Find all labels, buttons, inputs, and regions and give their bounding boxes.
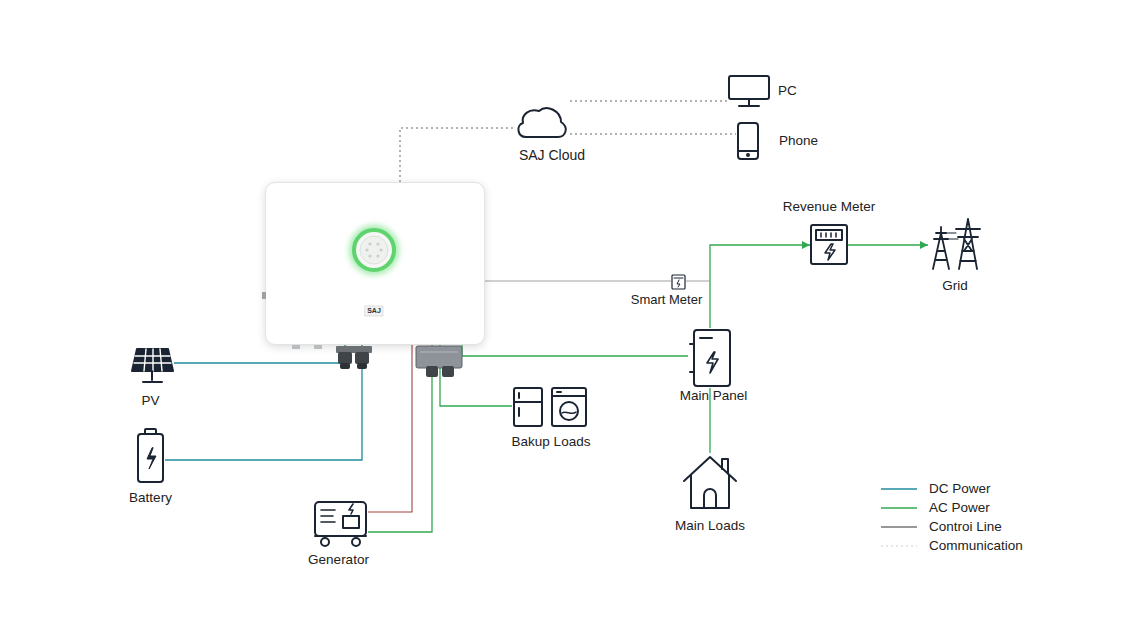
arrow-head	[802, 241, 810, 249]
connector-path	[174, 345, 345, 363]
dc-gland-tip	[340, 363, 350, 369]
generator-node: Generator	[313, 498, 368, 548]
legend-sample-communication	[881, 546, 917, 547]
dc-gland-base	[336, 346, 372, 353]
legend-sample-ac	[881, 507, 917, 509]
ac-power-line	[368, 345, 432, 532]
grid-tower-icon	[928, 215, 982, 270]
pv-node: PV	[131, 347, 174, 384]
smart-meter: Smart Meter	[671, 274, 686, 290]
phone-icon	[736, 122, 760, 160]
connector-path	[848, 244, 928, 245]
communication-line	[570, 134, 736, 135]
cloud-icon	[514, 100, 570, 140]
ac-terminal-box	[416, 346, 462, 368]
node-label: Smart Meter	[631, 292, 703, 308]
node-label: Revenue Meter	[783, 199, 875, 215]
generator-icon	[313, 498, 368, 548]
legend-text: Communication	[929, 538, 1023, 554]
main-panel-icon	[688, 328, 735, 388]
phone-node: Phone	[736, 122, 760, 160]
inverter-foot	[314, 345, 322, 349]
connector-path	[570, 101, 728, 102]
backup-loads: Bakup Loads	[512, 386, 588, 428]
main-panel: Main Panel	[688, 328, 735, 388]
communication-line	[570, 101, 728, 102]
node-label: Battery	[129, 490, 172, 506]
backup-loads-icon	[512, 386, 588, 428]
ac-gland	[442, 366, 454, 377]
house-icon	[680, 453, 740, 510]
communication-line	[400, 128, 514, 182]
battery-node: Battery	[136, 428, 165, 484]
node-label: Grid	[942, 278, 968, 294]
legend-sample-dc	[881, 488, 917, 490]
inverter-ring	[266, 183, 486, 346]
ac-gland	[426, 366, 438, 377]
hybrid-inverter: SAJ	[265, 182, 485, 345]
ac-terminal-detail	[420, 352, 458, 353]
connector-path	[485, 281, 671, 282]
dc-gland-tip	[357, 363, 367, 369]
legend-text: AC Power	[929, 500, 990, 516]
dc-power-line	[165, 345, 362, 460]
ac-power-line	[710, 241, 810, 328]
connector-path	[462, 345, 688, 356]
dc-gland	[338, 352, 352, 364]
smart-meter-icon	[671, 274, 686, 290]
grid-node: Grid	[928, 215, 982, 270]
dc-gland	[355, 352, 369, 364]
brand-badge: SAJ	[367, 307, 381, 315]
node-label: SAJ Cloud	[519, 147, 585, 163]
connector-path	[710, 245, 810, 328]
connector-path	[400, 128, 514, 182]
control-line	[485, 281, 671, 282]
pc-icon	[728, 75, 770, 107]
connector-path	[368, 345, 412, 512]
node-label: Generator	[308, 552, 369, 568]
control-line	[368, 345, 412, 512]
node-label: Main Panel	[680, 388, 748, 404]
inverter-foot	[292, 345, 300, 349]
connector-path	[165, 345, 362, 460]
node-label: PC	[778, 83, 797, 99]
connector-path	[440, 345, 512, 406]
connector-path	[570, 134, 736, 135]
pc-node: PC	[728, 75, 770, 107]
ac-power-line	[440, 345, 512, 406]
battery-icon	[136, 428, 165, 484]
revenue-meter-icon	[810, 224, 848, 265]
meter-leader	[686, 281, 710, 282]
main-loads: Main Loads	[680, 453, 740, 510]
ac-power-line	[848, 241, 928, 249]
node-label: Bakup Loads	[512, 434, 591, 450]
pv-panel-icon	[131, 347, 174, 384]
ac-power-line	[462, 345, 688, 356]
node-label: Phone	[779, 133, 818, 149]
cloud-node: SAJ Cloud	[514, 100, 570, 140]
node-label: Main Loads	[675, 518, 745, 534]
arrow-head	[920, 241, 928, 249]
revenue-meter: Revenue Meter	[810, 224, 848, 265]
node-label: PV	[141, 393, 159, 409]
legend-sample-control	[881, 526, 917, 527]
connector-path	[368, 345, 432, 532]
dc-power-line	[174, 345, 345, 363]
legend-text: DC Power	[929, 481, 991, 497]
legend-text: Controi Line	[929, 519, 1002, 535]
